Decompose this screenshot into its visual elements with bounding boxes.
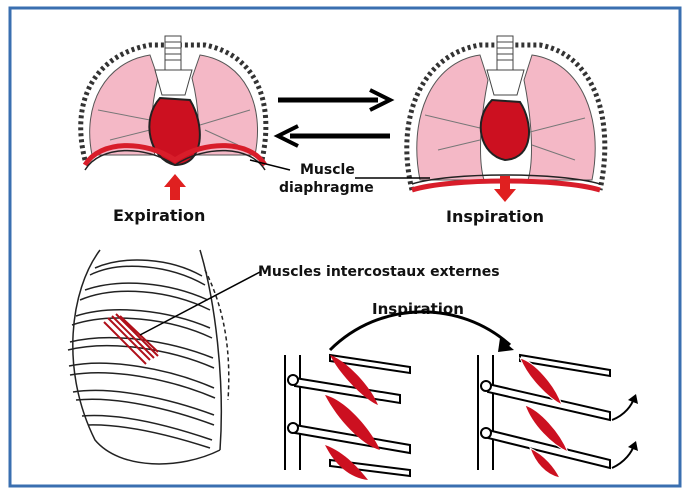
- label-muscle: Muscle: [300, 162, 355, 178]
- label-diaphragme: diaphragme: [279, 180, 374, 196]
- label-intercostaux: Muscles intercostaux externes: [258, 264, 500, 280]
- heart-insp: [481, 100, 529, 160]
- ribs-detail-right: [478, 355, 638, 478]
- rib-cage-sketch: [68, 250, 229, 464]
- thorax-expiration: [81, 36, 266, 200]
- arrow-up: [164, 174, 186, 200]
- label-inspiration-top: Inspiration: [446, 207, 544, 226]
- diaphragm-leader-left: [250, 160, 290, 170]
- thorax-inspiration: [407, 36, 605, 202]
- left-lung: [90, 55, 158, 155]
- transition-arrows: [278, 90, 390, 146]
- label-expiration: Expiration: [113, 206, 205, 225]
- right-lung: [192, 55, 258, 155]
- ribs-detail-left: [285, 355, 410, 480]
